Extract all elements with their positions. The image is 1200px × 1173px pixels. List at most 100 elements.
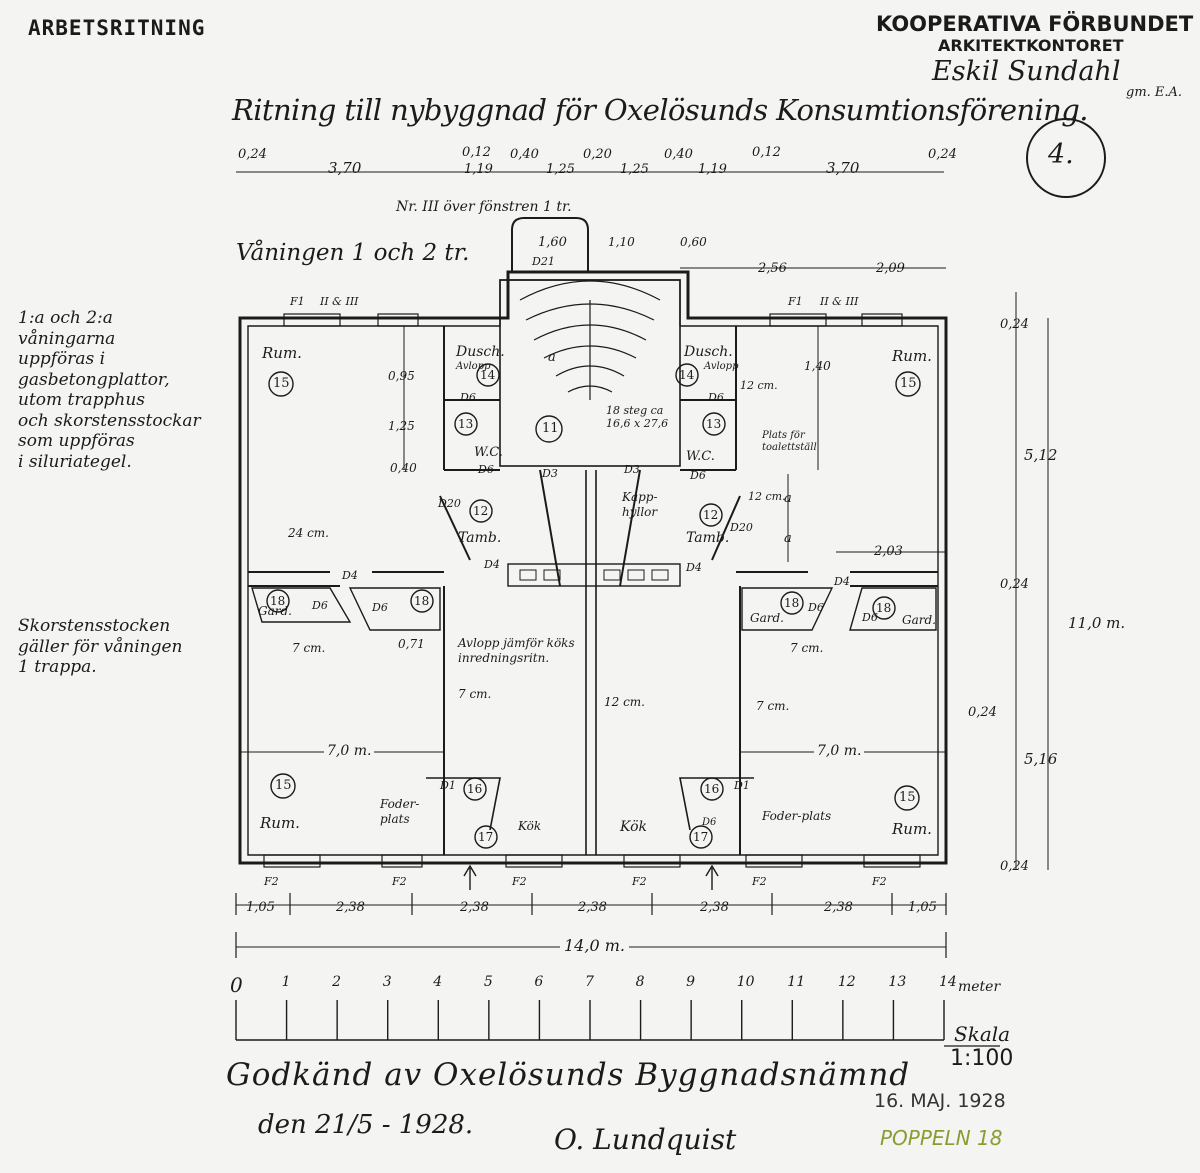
- room-number-circle: [469, 499, 493, 523]
- room-number-circle: [689, 825, 713, 849]
- door-label: D20: [438, 497, 461, 510]
- window-label: F2: [872, 875, 887, 888]
- wardrobe: [849, 587, 937, 631]
- room-number: 18: [784, 596, 800, 610]
- room-label-kapphyllor: Kapp-hyllor: [622, 490, 658, 519]
- dim-right: 5,16: [1024, 750, 1058, 768]
- room-number-circle: [266, 589, 290, 613]
- scale-tick-label: 5: [483, 974, 493, 990]
- dim-top: 1,19: [464, 162, 493, 177]
- room-label-tamb: Tamb.: [686, 530, 730, 546]
- scale-unit: meter: [958, 979, 1001, 995]
- window-label: II & III: [820, 295, 859, 308]
- dim-top: 3,70: [826, 159, 860, 177]
- room-number: 15: [900, 376, 917, 391]
- room-number-circle: [410, 589, 434, 613]
- wardrobe: [348, 587, 441, 631]
- room-label-kok: Kök: [620, 819, 647, 835]
- room-number-circle: [780, 591, 804, 615]
- property-stamp: POPPELN 18: [880, 1126, 1003, 1150]
- approval-date: den 21/5 - 1928.: [258, 1110, 474, 1140]
- room-number-circle: [454, 412, 478, 436]
- wall-thickness-label: 12 cm.: [740, 379, 778, 392]
- scale-tick-label: 0: [230, 973, 243, 997]
- dim-bottom: 2,38: [336, 900, 365, 915]
- room-number: 14: [679, 368, 695, 382]
- window-note: Nr. III över fönstren 1 tr.: [396, 199, 572, 215]
- chimney-band: [507, 563, 681, 587]
- dim-top: 0,40: [664, 147, 693, 162]
- room-number: 15: [275, 778, 292, 793]
- room-label-avlopp: Avlopp: [704, 361, 739, 372]
- room-number: 16: [704, 782, 720, 796]
- scale-tick-label: 7: [585, 974, 594, 990]
- room-label-gard: Gard.: [750, 611, 784, 625]
- room-number: 17: [693, 830, 709, 844]
- room-number-circle: [463, 777, 487, 801]
- note-chimney: Skorstensstocken gäller för våningen 1 t…: [18, 616, 183, 677]
- room-label-rum: Rum.: [260, 814, 300, 832]
- label-toalett-plats: Plats för toalettställ: [762, 430, 817, 453]
- window-f1: [377, 313, 419, 327]
- dim-label: 2,09: [876, 261, 905, 276]
- dim-top: 0,12: [752, 145, 781, 160]
- room-number: 16: [467, 782, 483, 796]
- drain-note: Avlopp jämför köks inredningsritn.: [458, 636, 575, 665]
- scale-label: Skala: [954, 1022, 1011, 1046]
- room-number-circle: [535, 415, 563, 443]
- dim-top: 3,70: [328, 159, 362, 177]
- room-number-circle: [268, 371, 294, 397]
- door-label: D4: [484, 558, 500, 571]
- room-number-circle: [675, 363, 699, 387]
- chimney-flues: [519, 569, 669, 581]
- scale-tick-label: 1: [281, 974, 291, 990]
- window-f2: [505, 854, 563, 868]
- room-number-circle: [699, 503, 723, 527]
- room-number: 15: [899, 790, 916, 805]
- note-wall-material: 1:a och 2:a våningarna uppföras i gasbet…: [18, 308, 201, 472]
- door-label: D1: [440, 779, 456, 792]
- entry-arrow: [705, 864, 719, 890]
- dim-label: 7,0 m.: [814, 744, 865, 758]
- room-number: 13: [706, 417, 722, 431]
- wall-thickness-label: 7 cm.: [756, 699, 790, 713]
- window-f1: [861, 313, 903, 327]
- room-number: 12: [473, 504, 489, 518]
- room-label-rum: Rum.: [892, 347, 932, 365]
- window-f2: [623, 854, 681, 868]
- door-label: D4: [686, 561, 702, 574]
- room-label-gard: Gard.: [902, 613, 936, 627]
- dim-top: 0,24: [928, 147, 957, 162]
- window-label: F2: [392, 875, 407, 888]
- room-number-circle: [872, 596, 896, 620]
- dim-label: 0,60: [680, 235, 707, 249]
- dim-label: 7,0 m.: [324, 744, 375, 758]
- drawing-title: Ritning till nybyggnad för Oxelösunds Ko…: [232, 93, 1088, 127]
- window-label: F2: [512, 875, 527, 888]
- dim-right: 0,24: [1000, 577, 1029, 592]
- room-number: 18: [270, 594, 286, 608]
- door-label: D6: [808, 601, 824, 614]
- door-label: D6: [708, 391, 724, 404]
- dim-top: 1,25: [546, 162, 575, 177]
- wardrobe: [741, 587, 834, 631]
- room-number-circle: [894, 785, 920, 811]
- drawing-number: 4.: [1048, 139, 1074, 170]
- dim-top: 0,12: [462, 145, 491, 160]
- dim-label: 0,71: [398, 637, 425, 651]
- received-date-stamp: 16. MAJ. 1928: [874, 1090, 1006, 1112]
- room-number-circle: [702, 412, 726, 436]
- room-number: 15: [273, 376, 290, 391]
- scale-ticks: [235, 1000, 945, 1040]
- scale-tick-label: 6: [534, 974, 544, 990]
- room-label-kok: Kök: [518, 819, 542, 833]
- room-number-circle: [895, 371, 921, 397]
- dim-label: 0,95: [388, 369, 415, 383]
- room-number-circle: [474, 825, 498, 849]
- window-f2: [863, 854, 921, 868]
- door-label: D1: [734, 779, 750, 792]
- department-stamp: ARKITEKTKONTORET: [938, 36, 1124, 55]
- scale-tick-label: 8: [635, 974, 645, 990]
